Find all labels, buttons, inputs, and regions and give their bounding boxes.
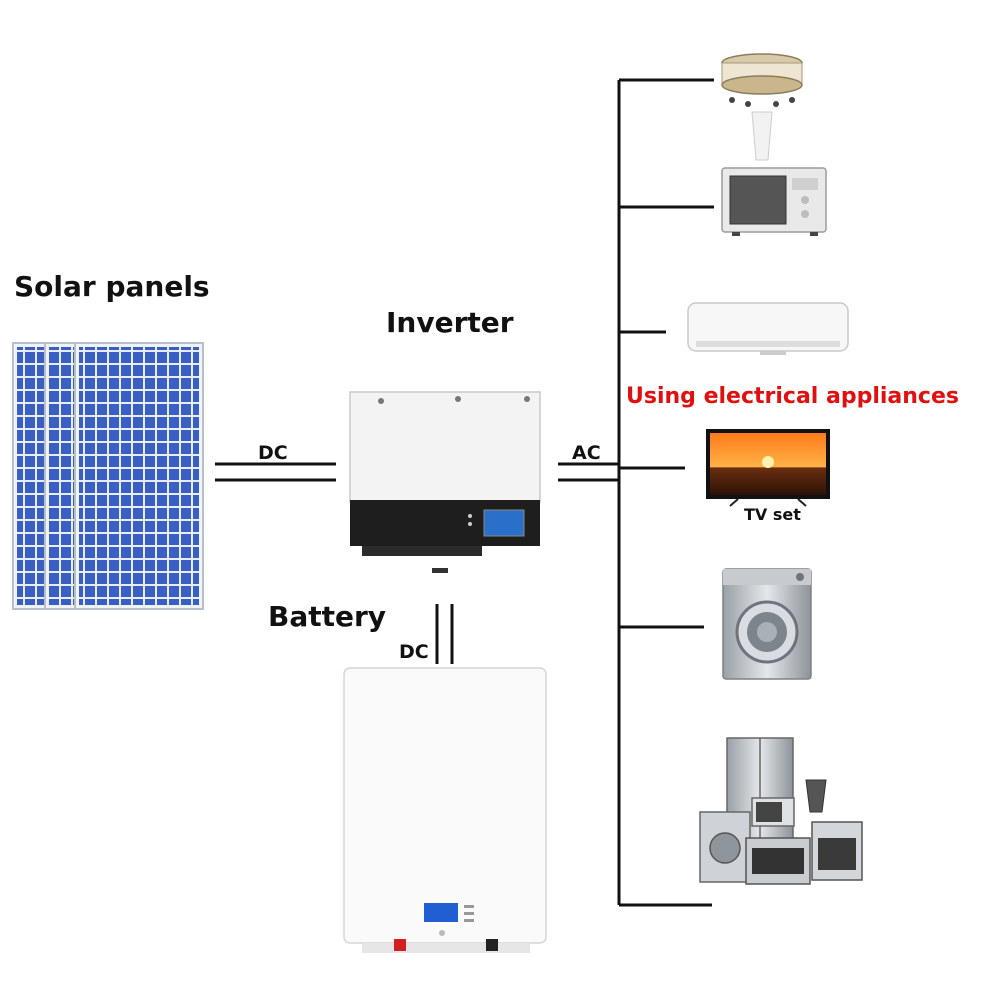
tv-label: TV set (744, 505, 801, 524)
dc-solar-label: DC (258, 442, 288, 464)
appliance-bus (617, 78, 714, 907)
ac-label: AC (572, 442, 601, 464)
microwave-icon (721, 167, 827, 236)
tv-icon (706, 429, 830, 507)
kitchen-appliances-icon (699, 737, 863, 885)
dc-wire-battery (435, 604, 454, 664)
battery-label: Battery (268, 600, 387, 633)
dc-wire-solar (215, 462, 336, 482)
inverter-icon (349, 391, 541, 573)
dc-battery-label: DC (399, 641, 429, 663)
solar-panels-icon (12, 342, 204, 610)
solar-panels-label: Solar panels (14, 270, 210, 303)
washing-machine-icon (722, 568, 812, 680)
chandelier-icon (721, 53, 803, 161)
ac-wire (558, 462, 618, 482)
air-conditioner-icon (687, 302, 849, 355)
appliances-label: Using electrical appliances (626, 384, 959, 409)
battery-icon (343, 667, 547, 953)
inverter-label: Inverter (386, 306, 514, 339)
